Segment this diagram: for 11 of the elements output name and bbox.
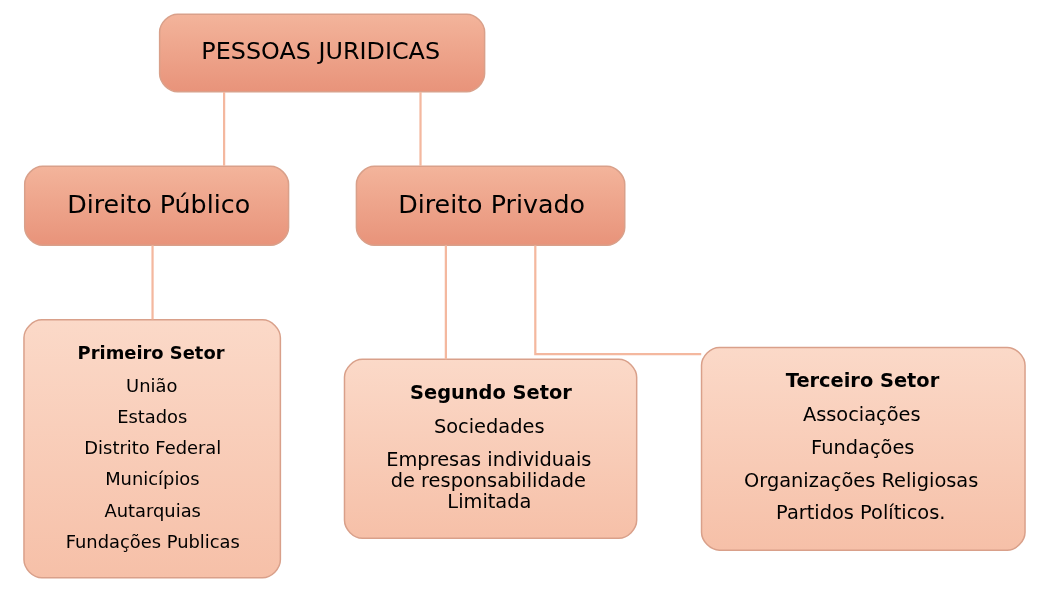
node-box: Terceiro Setor Associações Fundações Organizações Religiosas Partidos Políticos. <box>700 346 1026 551</box>
node-box: Direito Privado <box>355 165 626 247</box>
connector <box>444 245 447 360</box>
connector <box>534 245 702 356</box>
node-box: PESSOAS JURIDICAS <box>158 13 486 93</box>
connector <box>223 91 226 166</box>
node-box: Direito Público <box>23 165 290 247</box>
node-box: Primeiro Setor União Estados Distrito Federal Municípios Autarquias Fundações Publicas <box>23 319 282 579</box>
node-box: Segundo Setor Sociedades Empresas individuais de responsabilidade Limitada <box>343 358 638 539</box>
connector <box>151 245 154 320</box>
connector <box>419 91 422 166</box>
